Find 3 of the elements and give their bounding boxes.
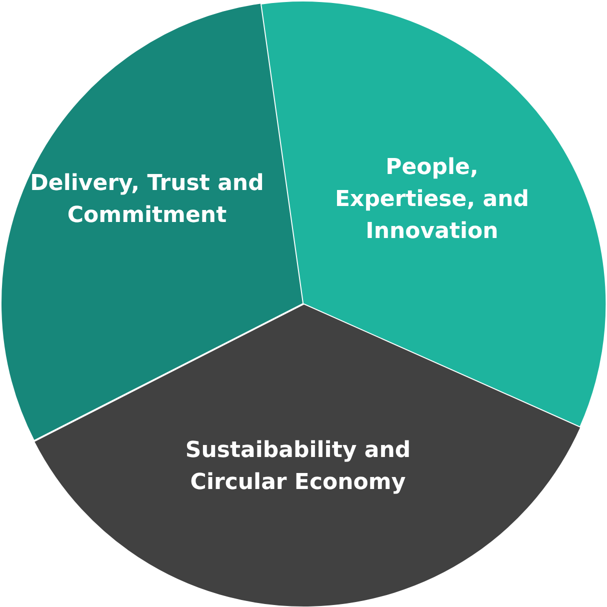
segment-label: Sustaibability and Circular Economy: [184, 437, 412, 497]
segment-label: People, Expertiese, and Innovation: [334, 154, 530, 246]
segment-label: Delivery, Trust and Commitment: [29, 170, 265, 230]
